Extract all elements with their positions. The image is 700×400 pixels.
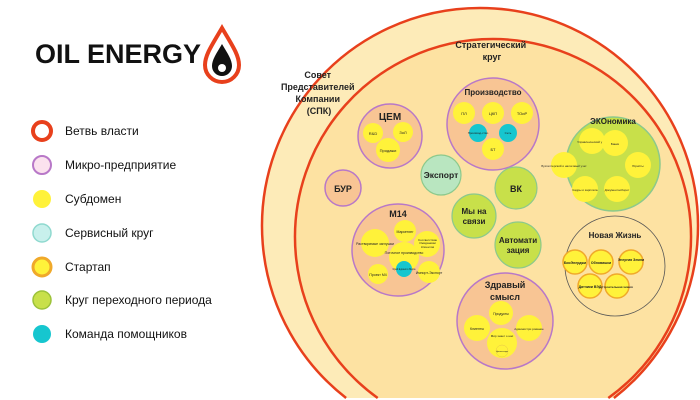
svg-text:Энергия Земли: Энергия Земли bbox=[618, 258, 644, 262]
subdomain-circle-icon bbox=[33, 190, 51, 208]
svg-text:Обновишки: Обновишки bbox=[591, 261, 611, 265]
svg-text:БТ: БТ bbox=[491, 147, 496, 152]
svg-text:Маркетинг: Маркетинг bbox=[396, 230, 414, 234]
svg-text:Край Единого Мира: Край Единого Мира bbox=[393, 268, 416, 271]
production-circle[interactable]: Производство ПЛ ЦКП ТОиР Производ-ство С… bbox=[446, 77, 540, 171]
svg-text:ЦКП: ЦКП bbox=[489, 111, 497, 116]
council-label: Совет Представителей Компании (СПК) bbox=[281, 70, 357, 116]
svg-text:Продажи: Продажи bbox=[380, 148, 397, 153]
svg-text:Экспорт: Экспорт bbox=[424, 170, 459, 180]
legend-label: Микро-предприятие bbox=[65, 158, 176, 172]
svg-text:Клиенты: Клиенты bbox=[470, 327, 485, 331]
service-circle-icon bbox=[32, 223, 52, 243]
svg-text:Продукты: Продукты bbox=[493, 312, 509, 316]
svg-text:ВК: ВК bbox=[510, 184, 522, 194]
bur-circle[interactable]: БУР bbox=[324, 169, 362, 207]
oil-drop-icon bbox=[202, 24, 242, 84]
svg-text:Мир знает о нас: Мир знает о нас bbox=[491, 334, 514, 338]
export-circle[interactable]: Экспорт bbox=[420, 154, 462, 196]
legend: Ветвь власти Микро-предприятие Субдомен … bbox=[31, 120, 212, 343]
svg-text:ЭКОномика: ЭКОномика bbox=[590, 117, 636, 126]
svg-text:БУР: БУР bbox=[334, 184, 352, 194]
m14-item-label: Соответствие Ожиданиям Клиентов bbox=[417, 237, 438, 249]
svg-text:ТОиР: ТОиР bbox=[517, 111, 528, 116]
svg-text:Строительная химия: Строительная химия bbox=[601, 285, 633, 289]
svg-text:Документооборот: Документооборот bbox=[605, 188, 630, 192]
svg-text:Датчики ВЭД: Датчики ВЭД bbox=[579, 285, 602, 289]
svg-text:Растворимые заглушки: Растворимые заглушки bbox=[356, 242, 394, 246]
m14-circle[interactable]: М14 Маркетинг Растворимые заглушки Соотв… bbox=[351, 203, 445, 297]
svg-text:Кадры и зарплата: Кадры и зарплата bbox=[572, 188, 597, 192]
svg-text:Банки: Банки bbox=[611, 142, 620, 146]
logo-text: OIL ENERGY bbox=[35, 39, 201, 69]
svg-text:ПЛ: ПЛ bbox=[461, 111, 467, 116]
cem-circle[interactable]: ЦЕМ R&D ЗоЛ Продажи bbox=[357, 103, 423, 169]
svg-text:Бухгалтерский и налоговый учет: Бухгалтерский и налоговый учет bbox=[541, 164, 587, 168]
legend-label: Круг переходного периода bbox=[65, 293, 212, 307]
legend-label: Субдомен bbox=[65, 192, 121, 206]
legend-label: Ветвь власти bbox=[65, 124, 139, 138]
legend-label: Стартап bbox=[65, 260, 111, 274]
vk-circle[interactable]: ВК bbox=[494, 166, 538, 210]
startup-circle-icon bbox=[31, 256, 53, 278]
legend-label: Сервисный круг bbox=[65, 226, 154, 240]
svg-text:Нуклео-тиды: Нуклео-тиды bbox=[496, 351, 509, 353]
svg-text:R&D: R&D bbox=[369, 131, 378, 136]
svg-text:Проект М4: Проект М4 bbox=[369, 273, 386, 277]
legend-label: Команда помощников bbox=[65, 327, 187, 341]
svg-text:Администри рование: Администри рование bbox=[514, 327, 544, 331]
svg-text:ЗоЛ: ЗоЛ bbox=[399, 130, 407, 135]
svg-text:М14: М14 bbox=[389, 209, 407, 219]
svg-text:Импорт-Экспорт: Импорт-Экспорт bbox=[416, 271, 443, 275]
svg-text:Производ-ство: Производ-ство bbox=[468, 131, 489, 135]
branch-circle-icon bbox=[31, 120, 53, 142]
svg-text:ЦЕМ: ЦЕМ bbox=[379, 112, 401, 123]
svg-text:Сеть: Сеть bbox=[505, 131, 512, 135]
transition-circle-icon bbox=[32, 290, 52, 310]
helpers-team-circle-icon bbox=[33, 325, 51, 343]
micro-enterprise-circle-icon bbox=[32, 155, 52, 175]
svg-text:Новая Жизнь: Новая Жизнь bbox=[589, 231, 642, 240]
strategic-label: Стратегический круг bbox=[455, 40, 528, 62]
svg-text:БиоЭнерджи: БиоЭнерджи bbox=[564, 261, 586, 265]
economy-circle[interactable]: ЭКОномика Управленческий учет Банки Юрис… bbox=[541, 116, 661, 212]
svg-text:Управленческий учет: Управленческий учет bbox=[577, 140, 607, 144]
svg-text:Поточное производство: Поточное производство bbox=[385, 251, 424, 255]
svg-text:Юристы: Юристы bbox=[632, 164, 643, 168]
new-life-circle[interactable]: Новая Жизнь БиоЭнерджи Обновишки Энергия… bbox=[562, 215, 666, 317]
svg-text:Производство: Производство bbox=[464, 88, 521, 97]
